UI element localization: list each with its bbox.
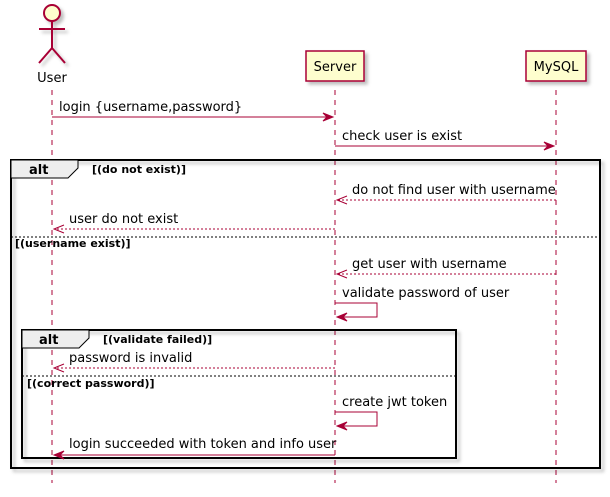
message-label: check user is exist bbox=[342, 129, 462, 144]
message-label: password is invalid bbox=[69, 351, 192, 366]
message-label: user do not exist bbox=[69, 212, 178, 227]
message-label: validate password of user bbox=[342, 286, 510, 301]
participant-server-label: Server bbox=[314, 60, 357, 75]
self-message-arrow bbox=[335, 411, 378, 427]
message-label: login {username,password} bbox=[59, 100, 242, 115]
message-label: login succeeded with token and info user bbox=[69, 437, 337, 452]
alt-keyword: alt bbox=[39, 333, 58, 348]
arrowhead-icon bbox=[543, 141, 556, 151]
alt-guard: [(do not exist)] bbox=[92, 163, 186, 176]
arrowhead-icon bbox=[322, 112, 335, 122]
message-label: get user with username bbox=[352, 257, 507, 272]
arrowhead-icon bbox=[335, 421, 348, 431]
arrowhead-icon bbox=[335, 312, 348, 322]
participant-mysql bbox=[525, 50, 587, 82]
alt-fragment-inner-tab bbox=[21, 329, 90, 349]
alt-guard: [(correct password)] bbox=[27, 377, 155, 390]
participant-mysql-label: MySQL bbox=[534, 60, 579, 75]
message-label: do not find user with username bbox=[352, 183, 556, 198]
arrowhead-icon bbox=[52, 224, 65, 234]
actor-user-icon bbox=[38, 4, 66, 64]
participant-user-label: User bbox=[37, 71, 67, 86]
alt-guard: [(validate failed)] bbox=[103, 333, 212, 346]
self-message-arrow bbox=[335, 302, 378, 318]
alt-fragment-inner bbox=[21, 329, 457, 459]
arrowhead-icon bbox=[52, 363, 65, 373]
alt-keyword: alt bbox=[29, 163, 48, 178]
alt-fragment-outer-tab bbox=[10, 159, 79, 179]
arrowhead-icon bbox=[335, 195, 348, 205]
arrowhead-icon bbox=[335, 269, 348, 279]
arrowhead-icon bbox=[52, 450, 65, 460]
alt-guard: [(username exist)] bbox=[15, 237, 131, 250]
alt-fragment-outer bbox=[10, 159, 601, 469]
message-label: create jwt token bbox=[342, 395, 447, 410]
participant-server bbox=[305, 50, 365, 82]
